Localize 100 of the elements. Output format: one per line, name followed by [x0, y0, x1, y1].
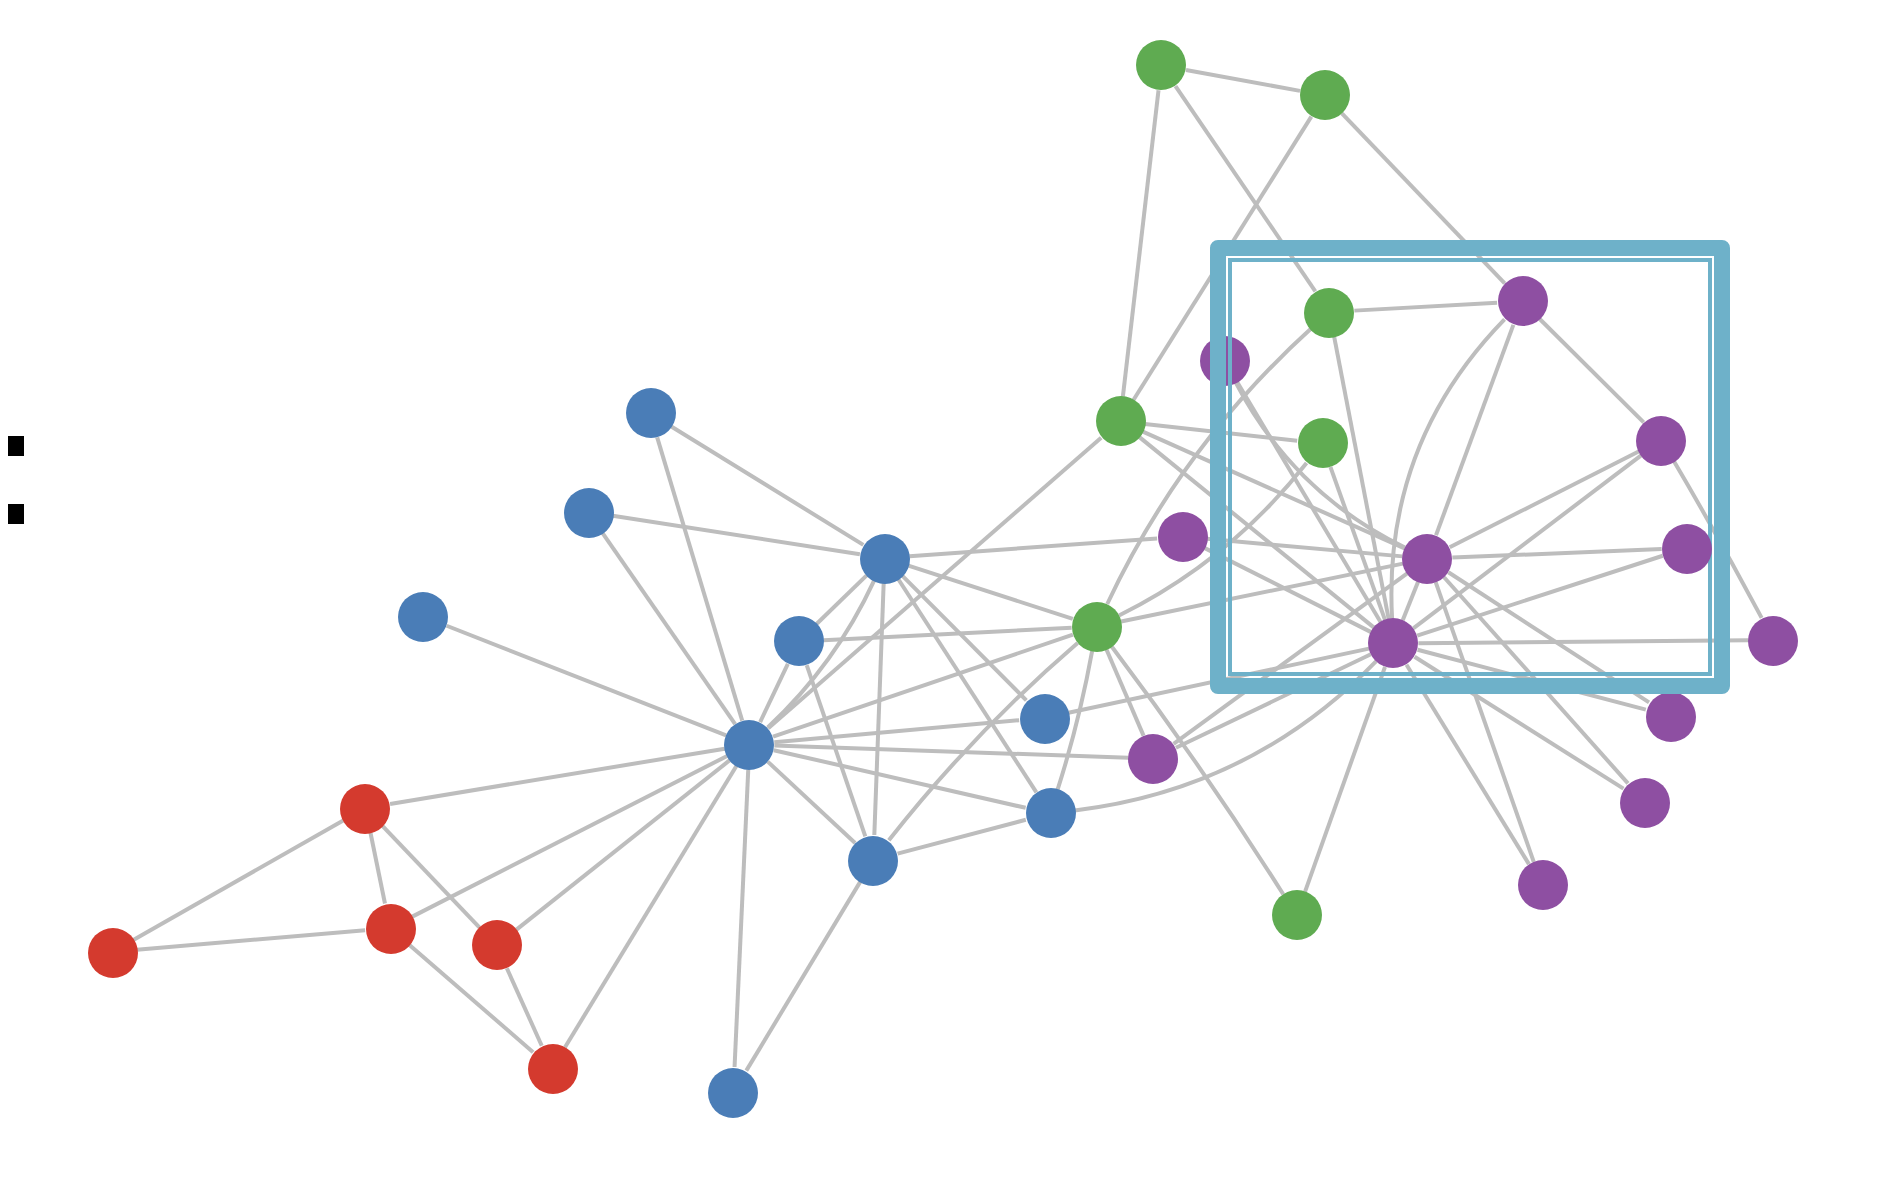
- edge-line: [773, 748, 1027, 810]
- edge-line: [758, 663, 790, 723]
- edge-line: [445, 623, 727, 738]
- edge-line: [1442, 575, 1630, 785]
- edge-line: [1416, 553, 1664, 638]
- network-node: [773, 616, 824, 667]
- edge-line: [1120, 561, 1404, 624]
- edge-line: [1354, 300, 1498, 313]
- edge-line: [1412, 453, 1643, 630]
- edge-line: [1144, 422, 1298, 443]
- network-node: [1299, 70, 1350, 121]
- edge-line: [774, 718, 1020, 745]
- network-node: [1517, 860, 1567, 911]
- network-node: [1071, 601, 1122, 652]
- edge-line: [1389, 317, 1507, 619]
- edge-line: [1340, 112, 1507, 285]
- edge-line: [1404, 663, 1531, 866]
- edge-line: [1105, 327, 1313, 605]
- edge-line: [1400, 581, 1420, 621]
- edge-line: [612, 513, 861, 557]
- edge-line: [766, 436, 1103, 730]
- network-node: [398, 591, 449, 642]
- edge-line: [1448, 449, 1640, 550]
- edge-line: [1120, 90, 1161, 397]
- network-node: [1095, 396, 1145, 447]
- edge-line: [772, 632, 1074, 739]
- edge-line: [1233, 381, 1406, 550]
- edge-line: [132, 818, 345, 942]
- edge-line: [1203, 546, 1372, 634]
- network-node: [625, 388, 675, 439]
- edge-line: [1332, 336, 1391, 620]
- network-node: [471, 920, 522, 971]
- edge-line: [1418, 638, 1749, 646]
- edge-line: [655, 436, 745, 722]
- edge-line: [411, 754, 729, 919]
- edge-line: [563, 764, 739, 1049]
- edge-line: [1055, 650, 1095, 791]
- edge-line: [600, 531, 737, 726]
- network-node: [1619, 777, 1670, 827]
- edge-line: [1173, 84, 1317, 293]
- edge-line: [1142, 429, 1406, 551]
- edge-line: [1433, 581, 1536, 863]
- edge-line: [774, 743, 1129, 760]
- edge-line: [1434, 324, 1516, 536]
- edge-line: [1672, 460, 1764, 619]
- network-node: [340, 783, 391, 833]
- edge-line: [732, 769, 751, 1068]
- edge-line: [1328, 466, 1387, 621]
- edge-line: [766, 760, 857, 845]
- network-node: [1748, 615, 1799, 665]
- network-node: [1128, 733, 1179, 784]
- network-node: [708, 1067, 759, 1117]
- edge-line: [505, 967, 544, 1047]
- network-node: [1661, 523, 1712, 573]
- network-node: [1297, 418, 1347, 469]
- edge-line: [823, 625, 1072, 643]
- edge-line: [1175, 652, 1372, 750]
- network-node: [527, 1043, 577, 1094]
- edge-line: [1074, 659, 1378, 813]
- edge-line: [872, 582, 886, 836]
- edge-line: [1206, 536, 1403, 559]
- edge-line: [136, 928, 366, 952]
- edge-line: [670, 424, 865, 547]
- edge-line: [907, 563, 1074, 621]
- network-node: [365, 903, 415, 953]
- network-node: [563, 487, 613, 537]
- edge-line: [766, 579, 876, 729]
- highlight-frame: [1210, 240, 1730, 694]
- edge-line: [1185, 67, 1301, 93]
- network-node: [724, 719, 775, 770]
- edge-line: [1118, 461, 1309, 618]
- edge-line: [897, 817, 1027, 856]
- edge-line: [1068, 646, 1370, 715]
- network-node: [1368, 618, 1419, 669]
- edge-line: [1110, 645, 1285, 896]
- network-node: [1271, 890, 1322, 941]
- edge-line: [900, 574, 1028, 702]
- edge-line: [1172, 571, 1409, 746]
- edge-line: [887, 641, 1079, 842]
- edge-line: [744, 880, 863, 1072]
- edge-line: [1452, 547, 1662, 560]
- network-node: [859, 533, 910, 583]
- edge-line: [1138, 435, 1376, 630]
- network-node: [1157, 511, 1207, 562]
- network-node: [87, 927, 137, 977]
- network-node: [1136, 40, 1187, 91]
- network-node: [1304, 287, 1355, 337]
- edge-line: [1303, 666, 1387, 893]
- edge-line: [368, 832, 387, 904]
- network-node: [1636, 415, 1687, 465]
- network-node: [1025, 788, 1075, 839]
- network-node: [1402, 533, 1453, 584]
- edge-line: [1413, 655, 1625, 791]
- edge-line: [1538, 317, 1646, 424]
- edge-line: [1447, 570, 1651, 705]
- edge-line: [407, 942, 535, 1054]
- edge-line: [514, 758, 732, 932]
- edge-line: [389, 746, 726, 806]
- edge-line: [381, 824, 481, 929]
- edge-line: [815, 573, 869, 626]
